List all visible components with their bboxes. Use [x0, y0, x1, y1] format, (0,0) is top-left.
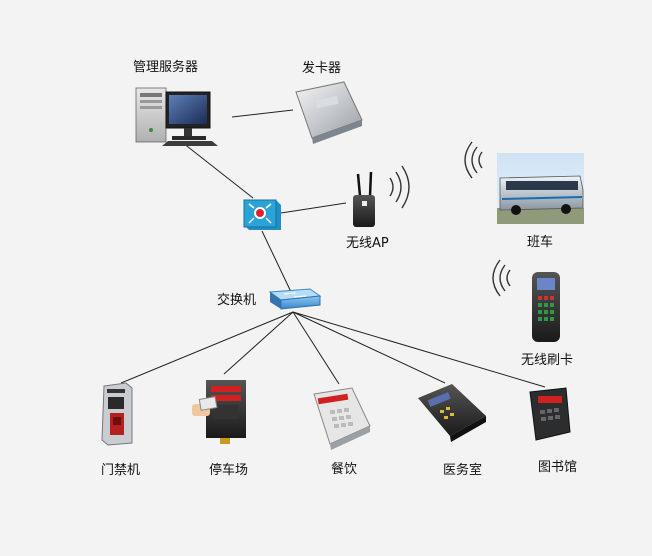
wireless-antenna-icon [353, 165, 410, 227]
label-wireless-ap: 无线AP [346, 236, 389, 251]
card-reader-icon [295, 81, 363, 144]
label-library: 图书馆 [538, 460, 578, 475]
label-shuttle-bus: 班车 [527, 235, 554, 250]
router-hub-icon [243, 199, 281, 230]
card-swipe-terminal-icon [418, 384, 486, 442]
pos-terminal-icon [313, 387, 371, 450]
server-computer-icon [135, 87, 218, 146]
parking-terminal-icon [192, 380, 246, 444]
link-server-card-issuer [231, 109, 294, 118]
card-terminal-icon [529, 387, 571, 441]
label-clinic: 医务室 [443, 463, 483, 478]
network-switch-icon [268, 288, 322, 310]
hand-with-card [192, 396, 218, 416]
link-switch-clinic [292, 311, 446, 384]
link-switch-parking [223, 311, 294, 375]
link-switch-access [120, 311, 294, 384]
label-access-control: 门禁机 [101, 463, 141, 478]
link-switch-dining [292, 311, 340, 385]
label-switch: 交换机 [217, 293, 257, 308]
link-server-router [182, 142, 254, 199]
link-switch-library [292, 311, 546, 388]
connection-lines [120, 109, 546, 388]
label-wireless-card: 无线刷卡 [521, 353, 574, 368]
handheld-terminal-icon [492, 259, 560, 342]
link-router-ap [280, 202, 347, 214]
label-server: 管理服务器 [133, 60, 199, 75]
bus-icon [464, 141, 584, 224]
label-parking: 停车场 [209, 463, 249, 478]
access-control-terminal-icon [101, 382, 133, 446]
label-card-issuer: 发卡器 [302, 61, 342, 76]
link-router-switch [261, 230, 292, 293]
label-dining: 餐饮 [331, 462, 358, 477]
